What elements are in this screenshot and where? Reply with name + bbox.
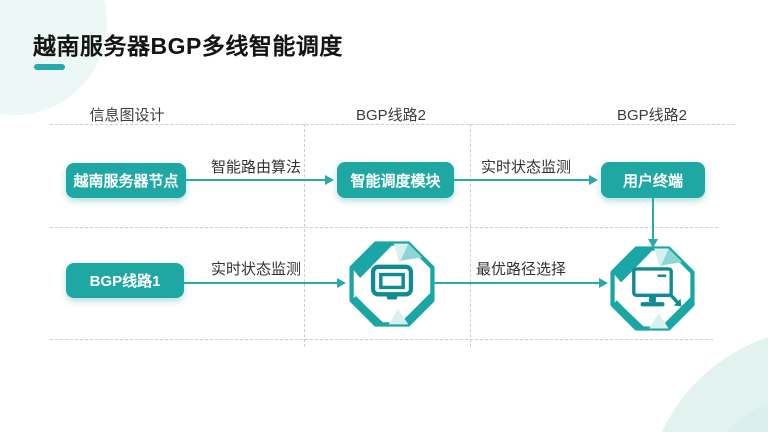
arrow-terminal-down: [648, 198, 658, 248]
node-vietnam-server: 越南服务器节点: [66, 163, 186, 198]
edge-label-realtime-status-top: 实时状态监测: [480, 159, 572, 176]
node-scheduler-module: 智能调度模块: [337, 162, 454, 198]
title-underline: [34, 64, 65, 70]
arrow-bgpline1-to-gem: [184, 278, 346, 288]
edge-label-routing-algorithm: 智能路由算法: [210, 159, 302, 176]
grid-divider-vertical-right: [470, 124, 471, 347]
edge-label-realtime-status-bottom: 实时状态监测: [210, 261, 302, 278]
column-header-left: 信息图设计: [89, 107, 165, 124]
column-header-right: BGP线路2: [616, 107, 688, 124]
grid-divider-horizontal-middle: [50, 227, 718, 228]
grid-divider-horizontal-top: [50, 124, 735, 125]
node-bgp-line-1: BGP线路1: [66, 263, 184, 298]
grid-divider-horizontal-bottom: [50, 339, 713, 340]
edge-label-optimal-path: 最优路径选择: [475, 261, 567, 278]
gem-laptop-icon: [349, 241, 435, 327]
arrow-scheduler-to-terminal: [454, 175, 598, 185]
arrow-gem-to-gem: [434, 278, 608, 288]
grid-divider-vertical-left: [304, 124, 305, 347]
page-title: 越南服务器BGP多线智能调度: [33, 33, 343, 59]
node-user-terminal: 用户终端: [601, 162, 705, 198]
arrow-server-to-scheduler: [186, 175, 334, 185]
column-header-middle: BGP线路2: [355, 107, 427, 124]
gem-desktop-icon: [610, 246, 695, 331]
